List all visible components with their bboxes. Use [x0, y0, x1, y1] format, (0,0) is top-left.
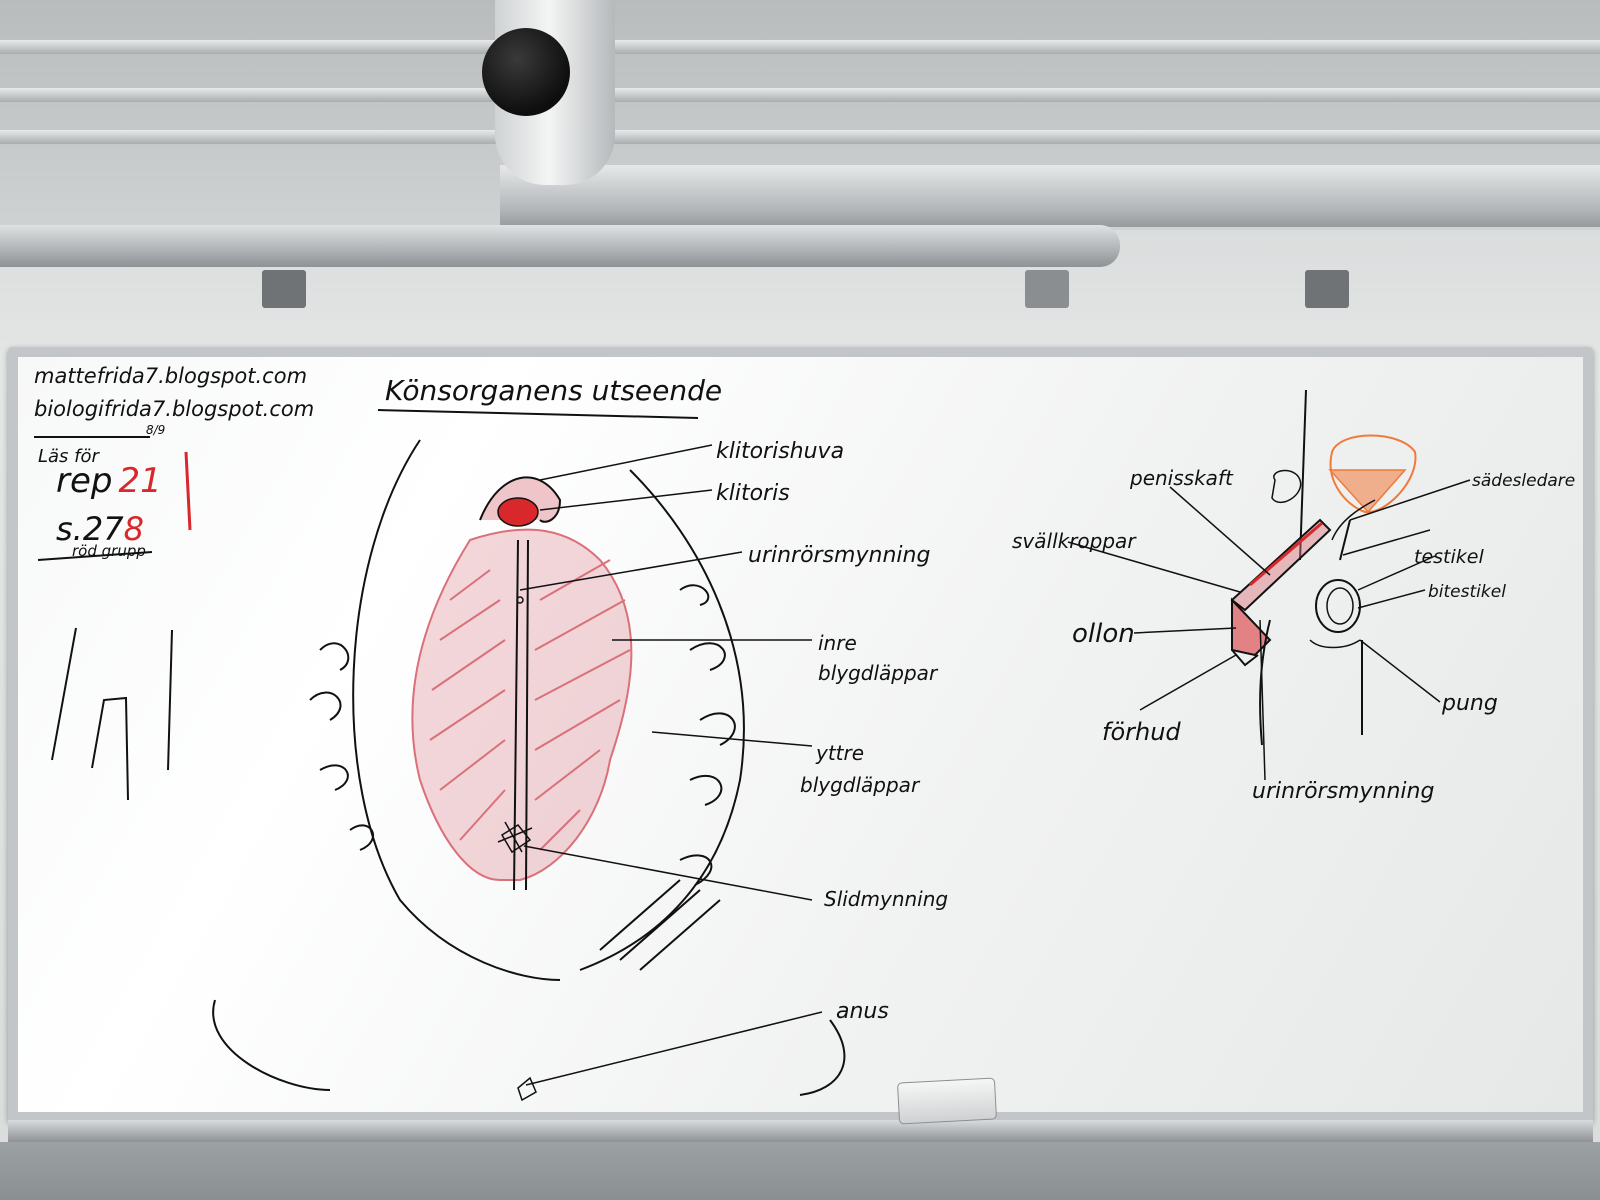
diagram-title: Könsorganens utseende	[385, 374, 722, 407]
anus-mark	[517, 1076, 537, 1102]
tally-marks	[51, 627, 173, 801]
ceiling-rail	[0, 88, 1600, 102]
underline	[37, 551, 153, 561]
whiteboard-eraser	[896, 1077, 998, 1125]
female-diagram: Könsorganens utseende klitorishuva	[212, 374, 948, 1102]
blog-url-biology: biologifrida7.blogspot.com	[34, 397, 314, 421]
bladder-outline	[1329, 434, 1417, 514]
label-pung: pung	[1441, 691, 1498, 716]
marker-tray	[8, 1120, 1593, 1142]
label-slidmynning: Slidmynning	[824, 887, 948, 911]
body-outline	[1259, 519, 1363, 746]
testicle-outline	[1315, 579, 1361, 633]
ceiling-rail	[0, 40, 1600, 54]
inner-labia-shading	[411, 528, 633, 881]
label-sadesledare: sädesledare	[1472, 471, 1575, 491]
whiteboard	[18, 357, 1583, 1112]
hair-squiggles	[309, 584, 736, 886]
leader-lines	[519, 444, 823, 1086]
vas-deferens	[1331, 499, 1376, 541]
foreskin	[1231, 649, 1259, 667]
urethral-opening	[516, 596, 524, 604]
notes-block: mattefrida7.blogspot.com biologifrida7.b…	[34, 364, 314, 801]
projector-screen-roll	[500, 165, 1600, 227]
red-mark	[184, 451, 192, 531]
body-outline	[1299, 389, 1307, 561]
small-fraction: 8/9	[146, 423, 165, 437]
wall-bracket	[1305, 270, 1349, 308]
title-underline	[377, 409, 699, 419]
label-klitoris: klitoris	[716, 481, 790, 506]
label-klitorishuva: klitorishuva	[716, 439, 844, 464]
screen-tube	[0, 225, 1120, 267]
group-label: röd grupp	[72, 542, 146, 560]
label-urinrorsmynning-male: urinrörsmynning	[1252, 779, 1434, 804]
label-yttre-blygdlappar: blygdläppar	[800, 773, 921, 797]
penis-shaft	[1230, 518, 1332, 612]
label-testikel: testikel	[1414, 546, 1484, 568]
floor	[0, 1142, 1600, 1200]
ceiling-rail	[0, 130, 1600, 144]
label-inre-blygdlappar: blygdläppar	[818, 661, 939, 685]
leader-lines	[1067, 479, 1471, 781]
epididymis-outline	[1326, 587, 1354, 625]
projector-knob	[482, 28, 570, 116]
wall-bracket	[1025, 270, 1069, 308]
label-svallkroppar: svällkroppar	[1012, 529, 1137, 553]
label-forhud: förhud	[1102, 718, 1181, 746]
read-for-label: Läs för	[38, 446, 101, 467]
clitoris-mark	[497, 497, 539, 527]
buttocks-outline	[212, 999, 846, 1096]
pubic-hair	[1271, 469, 1302, 504]
label-urinrorsmynning: urinrörsmynning	[748, 543, 930, 568]
hatch-lines	[599, 879, 721, 971]
male-diagram: penisskaft svällkroppar sädesledare test…	[1012, 389, 1575, 804]
wall-bracket	[262, 270, 306, 308]
blog-url-math: mattefrida7.blogspot.com	[34, 364, 307, 388]
label-inre: inre	[818, 631, 857, 655]
label-anus: anus	[836, 999, 889, 1024]
label-penisskaft: penisskaft	[1129, 466, 1234, 490]
label-ollon: ollon	[1072, 619, 1135, 649]
label-bitestikel: bitestikel	[1428, 582, 1506, 602]
vaginal-opening-mark	[497, 821, 533, 854]
label-yttre: yttre	[815, 741, 864, 765]
scrotum-hair	[1309, 639, 1361, 649]
erectile-tissue-line	[1249, 521, 1323, 587]
bladder-fill	[1328, 469, 1407, 514]
outer-labia-outline	[352, 439, 745, 981]
page-reference: s.278	[56, 510, 144, 548]
